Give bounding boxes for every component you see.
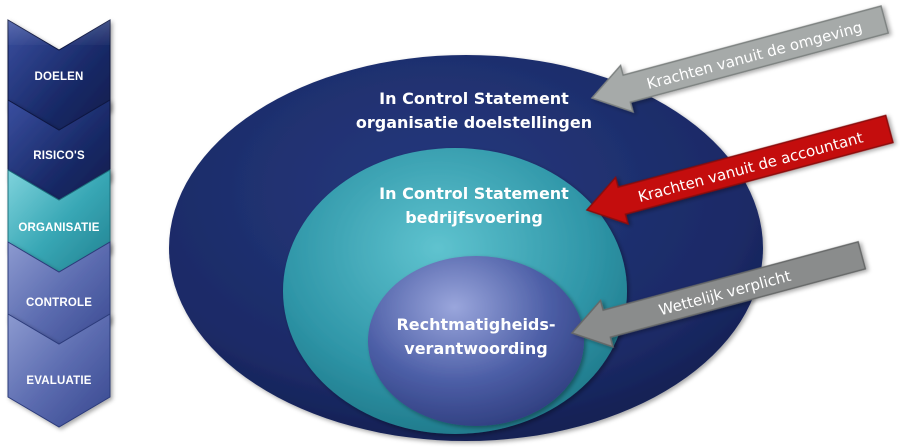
middle-ring-label-line2: bedrijfsvoering bbox=[405, 208, 543, 227]
step-organisatie: ORGANISATIE bbox=[7, 169, 111, 283]
step-label-controle: CONTROLE bbox=[26, 297, 92, 309]
step-risicos: RISICO'S bbox=[7, 99, 111, 211]
process-steps: DOELEN RISICO'S ORGANISATIE CONTROLE EVA… bbox=[7, 19, 111, 428]
outer-ring-label-line1: In Control Statement bbox=[379, 89, 569, 108]
nested-rings bbox=[169, 55, 763, 441]
step-label-evaluatie: EVALUATIE bbox=[26, 375, 91, 387]
arrow-label-omgeving: Krachten vanuit de omgeving bbox=[645, 18, 864, 93]
inner-ring-label-line2: verantwoording bbox=[404, 339, 547, 358]
step-evaluatie: EVALUATIE bbox=[7, 313, 111, 428]
inner-ring-label-line1: Rechtmatigheids- bbox=[396, 315, 555, 334]
step-label-doelen: DOELEN bbox=[34, 71, 83, 83]
step-label-organisatie: ORGANISATIE bbox=[18, 222, 99, 234]
inner-ring bbox=[368, 256, 584, 426]
outer-ring-label-line2: organisatie doelstellingen bbox=[356, 113, 592, 132]
middle-ring-label-line1: In Control Statement bbox=[379, 184, 569, 203]
step-label-risicos: RISICO'S bbox=[33, 150, 85, 162]
